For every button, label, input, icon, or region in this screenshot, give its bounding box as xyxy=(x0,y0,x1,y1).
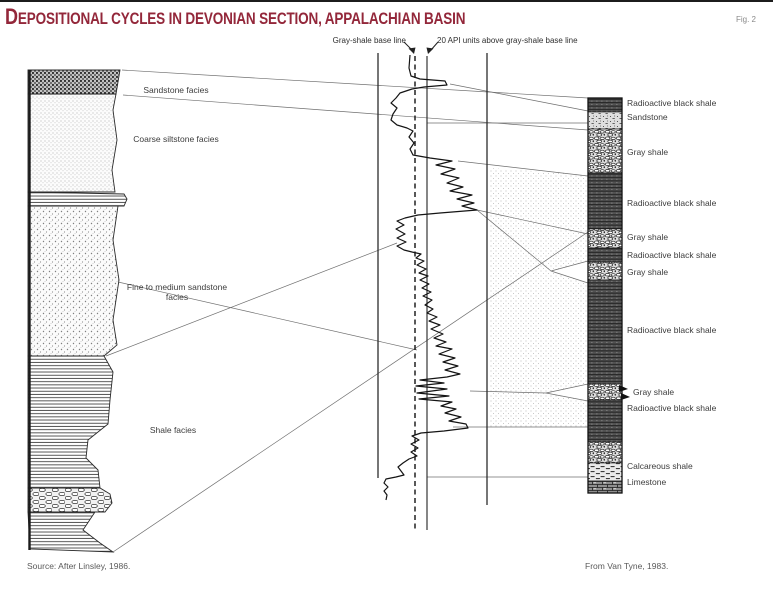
layer-sandstone xyxy=(587,111,623,130)
fine-medium-sandstone-band xyxy=(27,205,120,357)
api-annotation: 20 API units above gray-shale base line xyxy=(437,36,578,45)
layer-label: Radioactive black shale xyxy=(627,98,717,108)
layer-radioactive-black-shale xyxy=(587,97,623,113)
layer-radioactive-black-shale xyxy=(587,399,623,443)
basal-shale-band xyxy=(27,511,115,553)
layer-gray-shale xyxy=(587,128,623,174)
sandstone-facies-band xyxy=(27,69,121,95)
correlation-lines xyxy=(105,69,589,553)
layer-gray-shale xyxy=(587,261,623,281)
window-top-strip xyxy=(0,0,773,2)
layer-label: Gray shale xyxy=(627,147,669,157)
baseline-arrow-icon xyxy=(403,41,416,54)
left-stratigraphic-column xyxy=(27,69,128,553)
layer-label: Calcareous shale xyxy=(627,461,693,471)
layer-gray-shale xyxy=(587,228,623,249)
wedge-notch xyxy=(551,261,588,283)
shale-facies-band xyxy=(27,355,114,489)
layer-radioactive-black-shale xyxy=(587,172,623,230)
stipple-wedge xyxy=(490,168,588,427)
ledge-band xyxy=(27,191,128,207)
api-arrow-icon xyxy=(426,41,439,54)
layer-label: Sandstone xyxy=(627,112,668,122)
layer-label: Limestone xyxy=(627,477,667,487)
facies-label-siltstone: Coarse siltstone facies xyxy=(133,134,219,144)
source-credit-left: Source: After Linsley, 1986. xyxy=(27,561,131,571)
layer-limestone xyxy=(587,480,623,494)
layer-label: Radioactive black shale xyxy=(627,250,717,260)
facies-label-fine-sandstone: Fine to medium sandstone facies xyxy=(126,282,228,302)
baseline-annotation: Gray-shale base line xyxy=(332,36,406,45)
layer-label: Gray shale xyxy=(627,267,669,277)
calcareous-nodule-band xyxy=(27,487,113,513)
layer-radioactive-black-shale xyxy=(587,279,623,385)
layer-calcareous-transition xyxy=(587,441,623,464)
layer-radioactive-black-shale xyxy=(587,247,623,263)
layer-label: Gray shale xyxy=(627,232,669,242)
facies-label-sandstone: Sandstone facies xyxy=(143,85,209,95)
source-credit-right: From Van Tyne, 1983. xyxy=(585,561,669,571)
layer-gray-shale xyxy=(587,383,623,401)
layer-label: Radioactive black shale xyxy=(627,325,717,335)
layer-label: Radioactive black shale xyxy=(627,403,717,413)
facies-label-shale: Shale facies xyxy=(149,425,197,435)
figure-title: DEPOSITIONAL CYCLES IN DEVONIAN SECTION,… xyxy=(5,4,466,29)
coarse-siltstone-band xyxy=(27,93,118,193)
right-stratigraphic-column xyxy=(587,97,623,494)
layer-label: Radioactive black shale xyxy=(627,198,717,208)
gray-shale-pointer-icon xyxy=(619,385,630,400)
gamma-log-track xyxy=(377,41,488,530)
figure-number: Fig. 2 xyxy=(736,15,757,24)
gamma-curve xyxy=(383,54,478,501)
wedge-notch xyxy=(546,384,588,401)
layer-label: Gray shale xyxy=(633,387,675,397)
layer-calcareous-shale xyxy=(587,462,623,482)
